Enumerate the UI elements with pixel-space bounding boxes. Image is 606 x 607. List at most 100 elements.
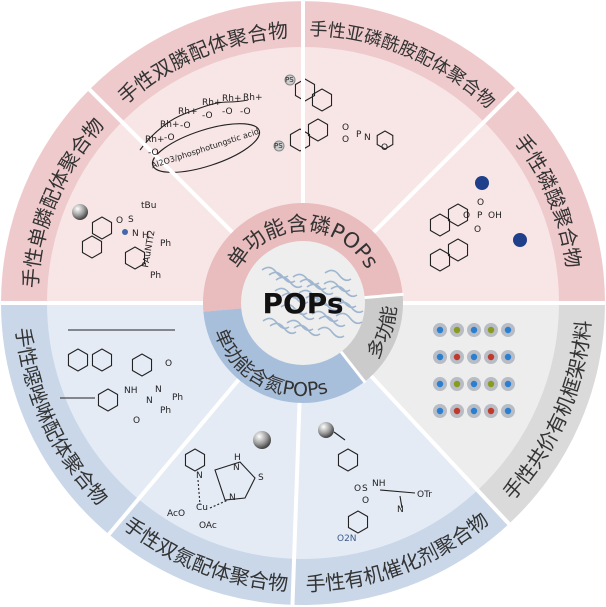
atom-label: -O <box>240 107 251 117</box>
atom-label: -O <box>148 148 159 158</box>
atom-label: O <box>463 211 470 221</box>
network-strand <box>317 326 345 339</box>
benzene-ring <box>447 238 469 262</box>
atom-label: O <box>477 198 484 208</box>
atom-label: -O <box>180 121 191 131</box>
atom-label: S <box>362 484 368 494</box>
atom-label: S <box>128 215 134 225</box>
linker-dot <box>504 407 512 415</box>
atom-label: NH <box>372 479 386 489</box>
atom-label: P <box>356 130 362 140</box>
linker-dot <box>513 233 527 247</box>
atom-label: N <box>397 505 404 515</box>
linker-dot <box>470 380 478 388</box>
network-strand <box>269 322 297 335</box>
atom-label: tBu <box>141 201 156 211</box>
benzene-ring <box>376 130 394 150</box>
network-strand <box>330 285 358 298</box>
atom-label: Rh+ <box>178 107 198 117</box>
benzene-ring <box>67 348 89 372</box>
atom-label: Rh+ <box>243 93 263 103</box>
network-strand <box>318 315 346 328</box>
linker-dot <box>436 326 444 334</box>
linker-dot <box>487 326 495 334</box>
linker-dot <box>436 380 444 388</box>
atom-label: N <box>229 493 236 503</box>
porous-network-icon <box>261 266 364 339</box>
ps-bead-icon <box>273 140 285 152</box>
linker-dot <box>470 353 478 361</box>
atom-label: Rh+ <box>222 94 242 104</box>
phosphoric-acid-labels: O O P OH O <box>463 198 502 235</box>
benzene-ring <box>91 216 113 240</box>
atom-label: S <box>258 473 264 483</box>
linker-dot <box>504 353 512 361</box>
network-strand <box>324 269 352 282</box>
atom-label: O <box>133 416 140 426</box>
linker-dot <box>487 353 495 361</box>
benzene-ring <box>337 448 359 472</box>
atom-label: H <box>234 453 241 463</box>
linker-dot <box>475 176 489 190</box>
linker-dot <box>504 380 512 388</box>
atom-label: O <box>381 143 388 153</box>
network-strand <box>281 292 309 305</box>
atom-label: N <box>364 133 371 143</box>
atom-label: PS <box>274 142 283 150</box>
atom-label: O <box>474 225 481 235</box>
benzene-ring <box>97 388 119 412</box>
atom-label: AcO <box>167 509 185 519</box>
oxazoline-labels: NH N O Ph N O Ph <box>124 359 183 426</box>
molecule-structures <box>60 74 527 534</box>
linker-dot <box>122 229 128 235</box>
benzene-ring <box>81 235 103 259</box>
atom-label: OH <box>488 211 502 221</box>
atom-label: PS <box>285 76 294 84</box>
atom-label: OTr <box>417 490 432 500</box>
linker-dot <box>504 326 512 334</box>
linker-dot <box>453 407 461 415</box>
ring-divider <box>362 292 404 300</box>
support-ellipse <box>151 123 261 173</box>
atom-label: O <box>354 484 361 494</box>
atom-label: O <box>116 216 123 226</box>
benzene-ring <box>91 348 113 372</box>
atom-label: -O <box>202 111 213 121</box>
bond-lines <box>333 431 416 509</box>
atom-label: Rh+ <box>160 120 180 130</box>
atom-label: O <box>362 496 369 506</box>
ring-divider <box>338 349 367 384</box>
linker-dot <box>436 353 444 361</box>
atom-label: Cu <box>196 503 208 513</box>
benzene-ring <box>124 246 146 270</box>
atom-label: Rh+ <box>145 135 165 145</box>
atom-label: O <box>342 135 349 145</box>
coordination-bond <box>197 479 229 509</box>
polymer-bead-icon <box>72 204 88 220</box>
benzene-ring <box>429 248 451 272</box>
atom-label: N <box>155 385 162 395</box>
linker-dot <box>436 407 444 415</box>
linker-dot <box>487 407 495 415</box>
sector-divider <box>370 86 520 236</box>
polymer-chain <box>139 99 249 151</box>
polymer-bead-icon <box>253 431 271 449</box>
atom-label: NH <box>124 386 138 396</box>
atom-label: OAc <box>199 521 217 531</box>
center-label: POPs <box>262 287 343 320</box>
network-strand <box>275 276 303 289</box>
atom-label: N <box>233 463 240 473</box>
atom-label: Ph <box>172 393 183 403</box>
atom-label: Rh+ <box>202 98 222 108</box>
diamine-labels: N H N S N Cu AcO OAc <box>167 453 264 531</box>
ps-bead-icon <box>284 74 296 86</box>
linker-dot <box>453 326 461 334</box>
atom-label: N <box>196 471 203 481</box>
organocatalyst-labels: O S O NH OTr N O2N <box>337 479 432 544</box>
network-strand <box>335 312 363 325</box>
atom-label: -O <box>222 107 233 117</box>
linker-dot <box>470 326 478 334</box>
network-strand <box>293 324 321 337</box>
network-strand <box>312 299 340 312</box>
